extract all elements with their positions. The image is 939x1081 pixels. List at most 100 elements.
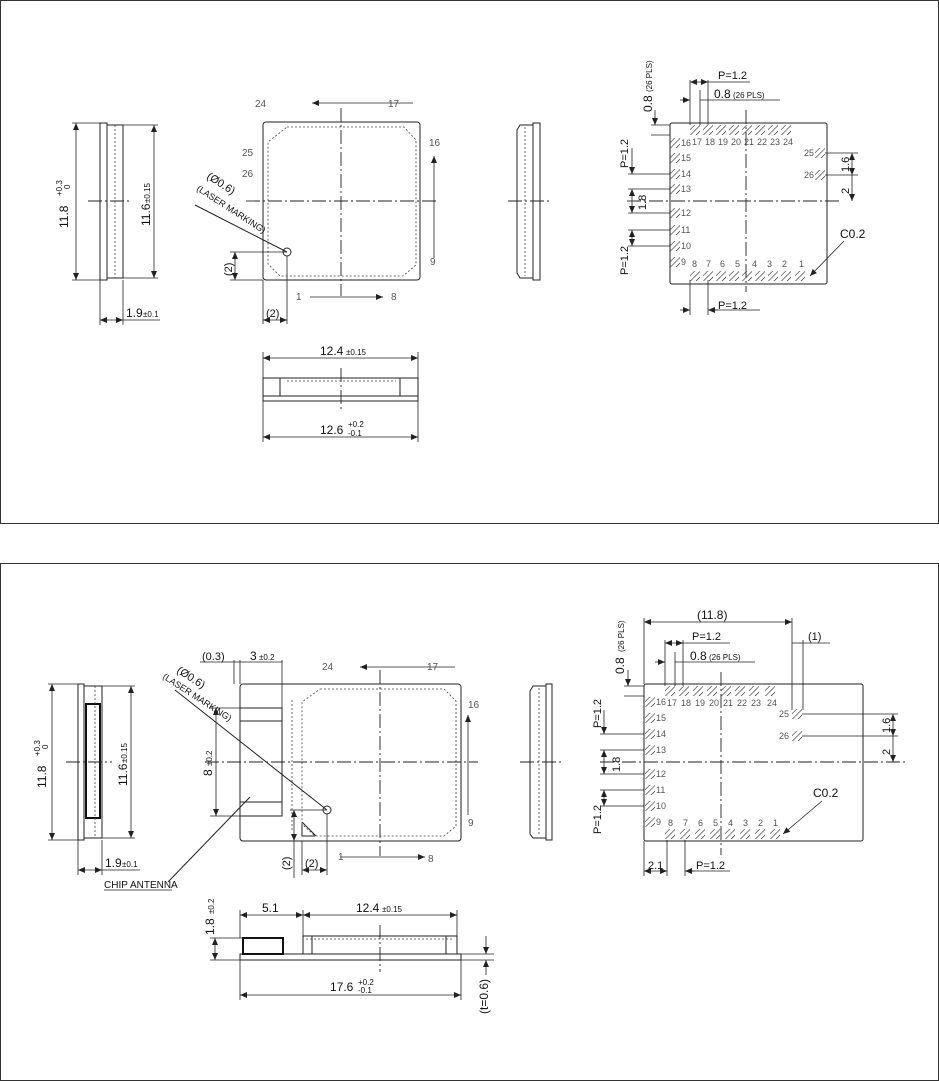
top-side-inner-tol: ±0.15 bbox=[143, 182, 152, 203]
bottom-land-pin: 11 bbox=[656, 785, 665, 795]
top-pin-label-1: 1 bbox=[296, 292, 302, 303]
bottom-land-pin: 18 bbox=[681, 698, 691, 708]
bottom-land-pitch-label: P=1.2 bbox=[692, 631, 721, 643]
top-land-pin: 22 bbox=[757, 137, 767, 147]
bottom-land-chamfer: C0.2 bbox=[813, 786, 839, 800]
top-land-pad-size-v: 0.8 bbox=[641, 95, 655, 112]
top-land-pads bbox=[670, 125, 825, 281]
top-land-pin: 16 bbox=[681, 138, 691, 148]
bottom-pin-label-1: 1 bbox=[338, 852, 344, 863]
top-land-pin: 23 bbox=[770, 137, 780, 147]
top-land-pin: 21 bbox=[744, 137, 754, 147]
bottom-land-pin: 22 bbox=[737, 698, 747, 708]
bottom-land-pin-numbers: 17 18 19 20 21 22 23 24 8 7 6 5 4 3 2 1 … bbox=[656, 697, 789, 828]
bottom-land-pitch-v-upper: P=1.2 bbox=[592, 699, 604, 728]
bottom-drawing-frame bbox=[0, 563, 939, 1081]
top-land-side-gap2: 2 bbox=[840, 188, 852, 194]
bottom-pin-label-17: 17 bbox=[427, 662, 439, 673]
top-land-pin: 25 bbox=[804, 148, 814, 158]
bottom-land-pin: 5 bbox=[713, 818, 718, 828]
top-land-pin: 15 bbox=[681, 153, 691, 163]
top-land-gap: 1.8 bbox=[637, 195, 649, 210]
bottom-front-width-tol: ±0.15 bbox=[382, 905, 403, 914]
bottom-land-pattern bbox=[600, 618, 908, 876]
bottom-side-height-tol-minus: 0 bbox=[41, 744, 50, 749]
top-land-pad-count-label: (26 PLS) bbox=[733, 91, 765, 100]
top-pin-label-9: 9 bbox=[430, 257, 436, 268]
top-land-pitch-label: P=1.2 bbox=[718, 70, 747, 82]
top-pin-label-8: 8 bbox=[391, 292, 397, 303]
top-land-pin: 13 bbox=[681, 184, 691, 194]
bottom-pin-label-9: 9 bbox=[468, 818, 474, 829]
bottom-module-top-view bbox=[167, 660, 478, 883]
top-land-pin: 24 bbox=[783, 137, 793, 147]
bottom-land-pin: 4 bbox=[728, 818, 733, 828]
bottom-offset-y: (2) bbox=[281, 857, 293, 870]
top-module-top-view bbox=[194, 100, 438, 324]
top-land-pin: 4 bbox=[752, 259, 757, 269]
bottom-land-pin: 14 bbox=[656, 729, 666, 739]
top-side-height-tol-plus: +0.3 bbox=[55, 180, 64, 196]
bottom-front-height: 1.8 bbox=[203, 918, 217, 935]
top-front-total-tol-plus: +0.2 bbox=[348, 420, 364, 429]
bottom-front-antenna: 5.1 bbox=[262, 901, 279, 915]
top-land-pin: 7 bbox=[706, 259, 711, 269]
top-side-view-right bbox=[508, 122, 550, 281]
bottom-land-side-gap: 1.6 bbox=[881, 718, 893, 733]
bottom-side-thickness-tol: ±0.1 bbox=[122, 860, 138, 869]
bottom-land-pin: 13 bbox=[656, 745, 666, 755]
top-land-pin: 11 bbox=[681, 225, 690, 235]
bottom-pin-label-16: 16 bbox=[468, 700, 480, 711]
bottom-land-pad-count-label: (26 PLS) bbox=[709, 653, 741, 662]
top-front-width-tol: ±0.15 bbox=[346, 348, 367, 357]
bottom-land-pin: 6 bbox=[698, 818, 703, 828]
bottom-land-pin: 20 bbox=[709, 698, 719, 708]
bottom-land-pin: 24 bbox=[767, 698, 777, 708]
top-land-pitch-v-lower: P=1.2 bbox=[619, 246, 631, 275]
bottom-land-pin: 21 bbox=[723, 698, 733, 708]
bottom-side-thickness-dim: 1.9 bbox=[105, 856, 122, 870]
bottom-front-width: 12.4 bbox=[356, 901, 380, 915]
top-land-pin: 17 bbox=[692, 137, 702, 147]
bottom-land-total: (11.8) bbox=[697, 608, 727, 622]
bottom-land-pin: 23 bbox=[751, 698, 761, 708]
top-side-view-left bbox=[72, 122, 160, 325]
top-land-pin: 14 bbox=[681, 169, 691, 179]
bottom-side-height-tol-plus: +0.3 bbox=[33, 740, 42, 756]
bottom-antenna-width-tol: ±0.2 bbox=[259, 653, 275, 662]
top-land-pin-numbers: 17 18 19 20 21 22 23 24 8 7 6 5 4 3 2 1 … bbox=[681, 137, 814, 269]
top-land-pin: 1 bbox=[799, 259, 804, 269]
top-land-pin: 2 bbox=[782, 259, 787, 269]
bottom-land-pin: 1 bbox=[773, 818, 778, 828]
top-land-pad-count-v: (26 PLS) bbox=[645, 60, 654, 92]
top-land-pin: 9 bbox=[681, 257, 686, 267]
bottom-land-pin: 9 bbox=[656, 817, 661, 827]
bottom-side-view-left bbox=[48, 683, 140, 875]
bottom-land-pin: 8 bbox=[668, 818, 673, 828]
bottom-land-pitch-bottom: P=1.2 bbox=[696, 860, 725, 872]
top-front-width-dim: 12.4 bbox=[320, 344, 344, 358]
bottom-antenna-gap: (0.3) bbox=[202, 651, 225, 663]
top-land-pin: 3 bbox=[767, 259, 772, 269]
bottom-land-pitch-v-lower: P=1.2 bbox=[592, 805, 604, 834]
top-side-thickness-dim: 1.9 bbox=[126, 306, 143, 320]
top-land-pin: 6 bbox=[720, 259, 725, 269]
bottom-land-side-gap2: 2 bbox=[881, 749, 893, 755]
bottom-front-height-tol: ±0.2 bbox=[207, 898, 216, 914]
bottom-side-view-right bbox=[520, 683, 562, 841]
top-land-pin: 20 bbox=[731, 137, 741, 147]
bottom-land-pin: 3 bbox=[743, 818, 748, 828]
top-land-pin: 10 bbox=[681, 241, 691, 251]
bottom-side-inner-height-dim: 11.6 bbox=[116, 763, 130, 786]
bottom-land-pin: 10 bbox=[656, 801, 666, 811]
top-pin-label-24: 24 bbox=[255, 99, 267, 110]
bottom-land-pin: 16 bbox=[656, 697, 666, 707]
bottom-land-left: 2.1 bbox=[648, 860, 663, 872]
top-side-height-dim: 11.8 bbox=[57, 205, 71, 228]
bottom-chip-antenna-label: CHIP ANTENNA bbox=[104, 880, 178, 891]
bottom-front-total: 17.6 bbox=[330, 980, 354, 994]
bottom-land-pad-size-v: 0.8 bbox=[613, 657, 627, 674]
top-land-side-gap: 1.6 bbox=[840, 157, 852, 172]
bottom-land-pin: 17 bbox=[667, 698, 677, 708]
